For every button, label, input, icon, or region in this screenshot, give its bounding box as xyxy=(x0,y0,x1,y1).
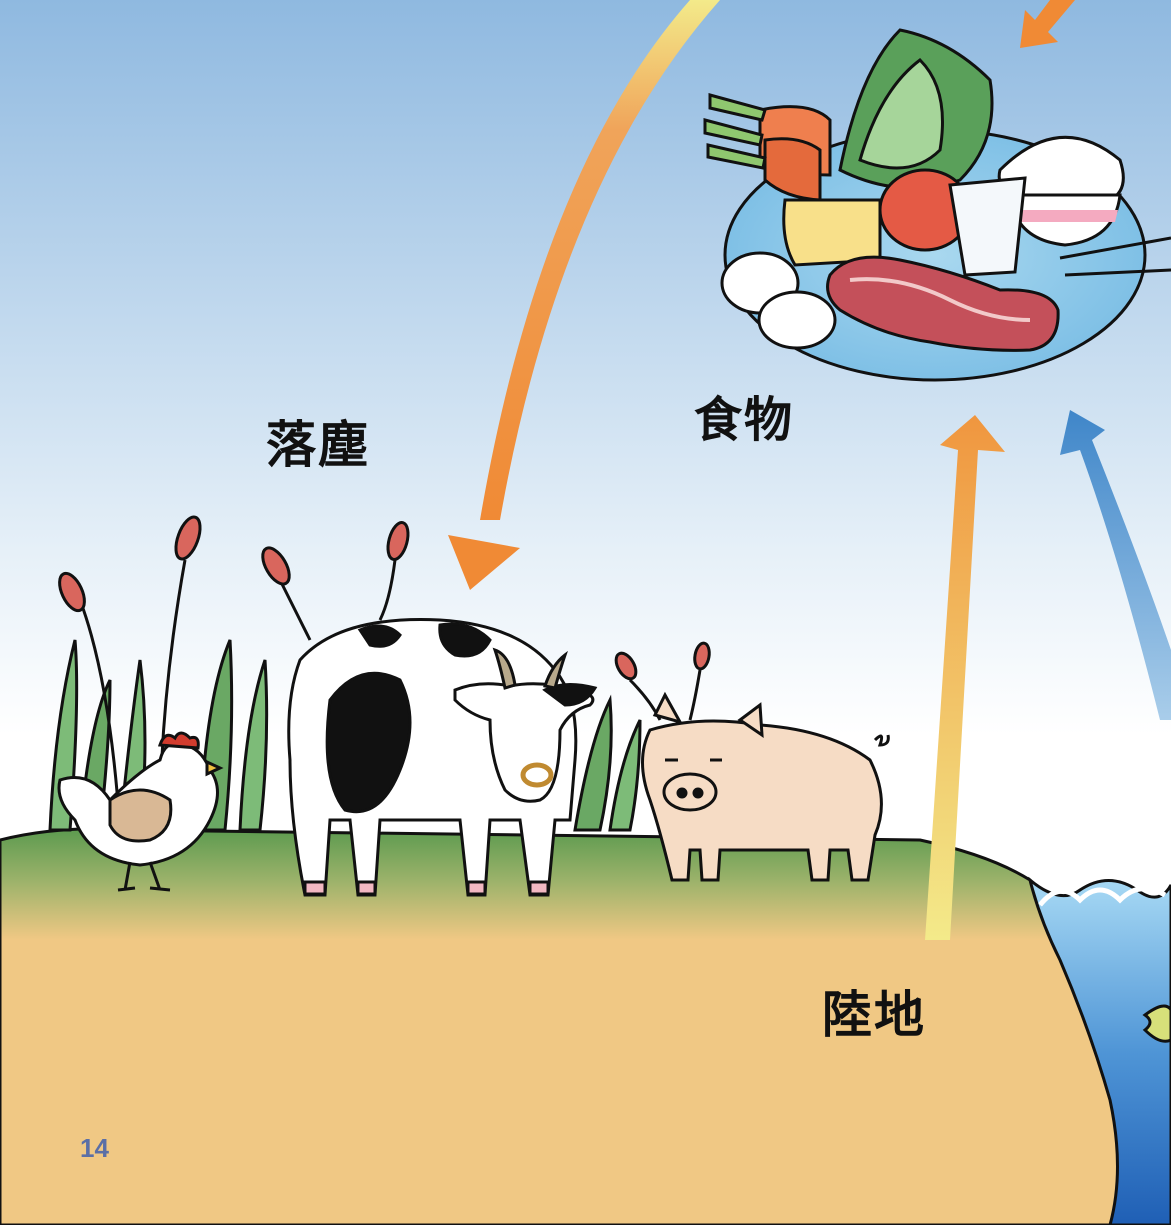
fallout-label: 落塵 xyxy=(266,416,370,474)
land-arrow xyxy=(925,415,1005,940)
chicken xyxy=(57,731,224,892)
cattail-heads xyxy=(58,515,711,681)
land-label: 陸地 xyxy=(822,986,926,1044)
food-plate xyxy=(703,28,1171,382)
fish-icon xyxy=(1142,1004,1171,1043)
pig xyxy=(641,691,890,882)
food-label: 食物 xyxy=(694,392,795,448)
page-number: 14 xyxy=(80,1133,109,1163)
cow xyxy=(287,618,598,897)
fallout-arrowhead xyxy=(448,535,520,590)
top-arrow xyxy=(1020,0,1075,48)
water-arrow xyxy=(1060,410,1171,720)
wave-line xyxy=(1038,886,1167,907)
fallout-arrow xyxy=(480,0,720,520)
